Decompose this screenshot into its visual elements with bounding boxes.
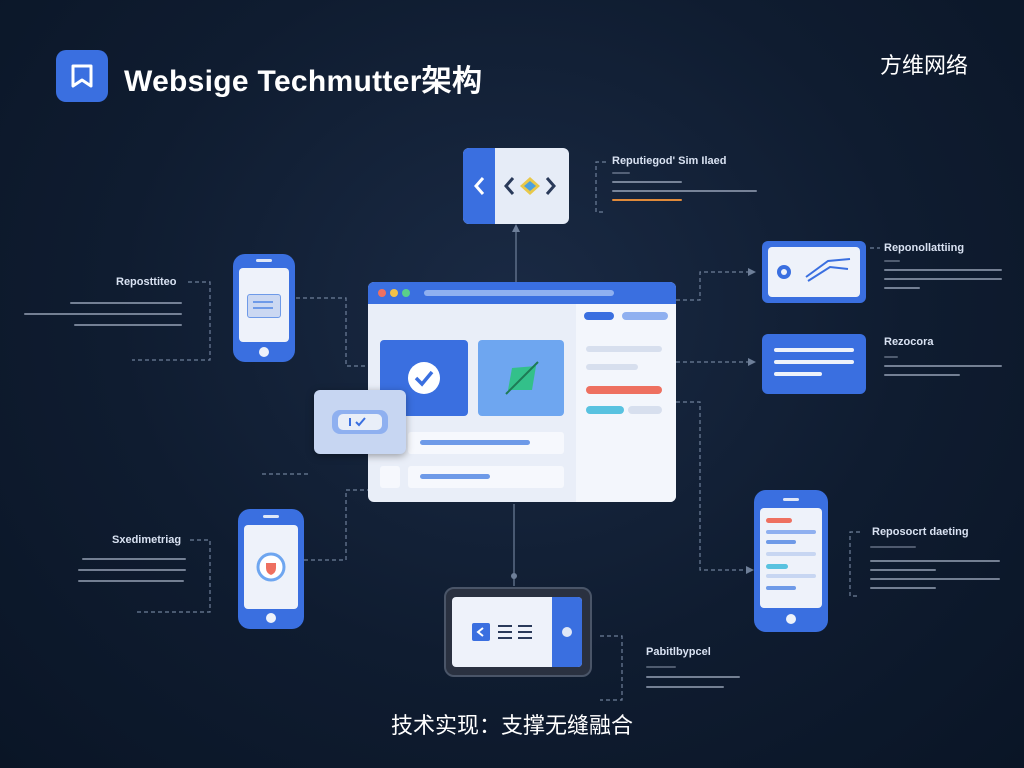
bookmark-icon (71, 64, 93, 88)
phone-right (754, 490, 828, 632)
label-right-bottom: Reposocrt daeting (872, 526, 969, 538)
tablet-bottom (444, 587, 592, 677)
label-left-top: Reposttiteo (116, 276, 177, 288)
phone-left-top (233, 254, 295, 362)
pen-icon (505, 361, 539, 395)
check-icon (408, 362, 440, 394)
label-top-text (612, 172, 762, 201)
label-right-mid: Rezocora (884, 336, 934, 348)
label-right-mid-text (884, 356, 1004, 376)
code-icon (474, 177, 556, 195)
message-icon (777, 258, 851, 282)
label-bottom-text (646, 666, 746, 688)
list-card (762, 334, 866, 394)
shield-icon (256, 552, 286, 582)
label-top: Reputiegod' Sim Ilaed (612, 155, 727, 167)
caption: 技术实现：支撑无缝融合 (390, 713, 633, 738)
label-right-top-text (884, 260, 1004, 289)
code-card (463, 148, 569, 224)
label-bottom: Pabitlbypcel (646, 646, 711, 658)
checkbox-icon (332, 410, 388, 434)
page-title: Websige Techmutter架构 (124, 65, 483, 98)
label-left-bottom-text (78, 558, 188, 582)
chat-card (762, 241, 866, 303)
label-left-bottom: Sxedimetriag (112, 534, 182, 546)
pen-tile[interactable] (478, 340, 564, 416)
label-right-top: Reponollattiing (884, 242, 965, 254)
confirm-card[interactable] (314, 390, 406, 454)
brand-name: 方维网络 (880, 53, 969, 78)
label-right-bottom-text (870, 546, 1004, 589)
phone-left-bottom (238, 509, 304, 629)
central-dashboard (368, 282, 676, 502)
logo (56, 50, 108, 102)
label-left-top-text (24, 302, 184, 326)
